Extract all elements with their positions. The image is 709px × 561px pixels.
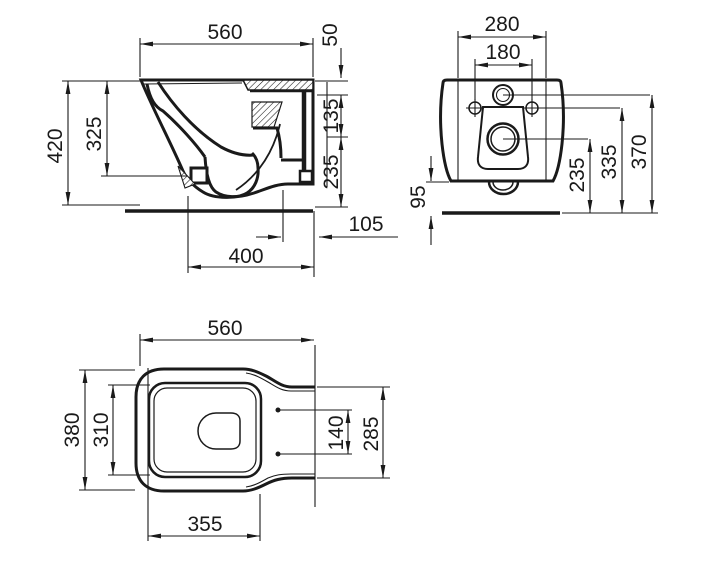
- dim-label-rear-back-width: 280: [484, 13, 519, 36]
- dim-label-plan-width: 380: [61, 412, 84, 447]
- dim-label-side-depth: 560: [207, 21, 242, 44]
- dim-label-side-lower-back: 235: [320, 154, 343, 189]
- dim-label-plan-fixing-spacing: 140: [325, 415, 348, 450]
- side-outlet-box: [189, 166, 209, 185]
- dim-label-rear-outlet-height: 235: [566, 157, 589, 192]
- dim-label-plan-depth: 560: [207, 317, 242, 340]
- rear-body-outline: [439, 78, 565, 183]
- rear-outlet-frame: [476, 106, 530, 170]
- plan-body-outline: [134, 367, 315, 493]
- side-anchor-box: [298, 169, 314, 184]
- side-top-section-hatch: [241, 79, 314, 91]
- rear-view: 280 180 370 335 235 95: [407, 13, 658, 245]
- dim-label-plan-bowl-length: 355: [187, 513, 222, 536]
- dim-label-side-upper-back: 135: [320, 98, 343, 133]
- rear-outlet-pipe: [487, 181, 520, 196]
- dim-label-rear-bolt-height: 335: [598, 144, 621, 179]
- dim-label-rear-floor-clearance: 95: [407, 185, 430, 208]
- dim-label-plan-rear-width: 285: [360, 416, 383, 451]
- side-body-outline: [138, 78, 315, 199]
- dim-label-side-rim-drop: 50: [319, 23, 342, 46]
- dim-label-side-outlet-offset: 105: [348, 213, 383, 236]
- side-trapway-curve: [235, 123, 281, 191]
- dim-label-side-mounting-depth: 400: [228, 245, 263, 268]
- top-view: 560 380 310 140 285 355: [61, 317, 390, 541]
- side-front-hatch: [177, 165, 196, 189]
- rear-bolt-hole-left: [466, 99, 484, 117]
- side-view: 560 50 135 235 420 325 400 105: [44, 21, 398, 277]
- dim-label-rear-inlet-height: 370: [628, 134, 651, 169]
- side-sump-outline: [203, 151, 260, 199]
- plan-rim-inner: [153, 387, 257, 473]
- dim-label-side-front-height: 325: [83, 116, 106, 151]
- dim-label-plan-rim-width: 310: [90, 412, 113, 447]
- plan-rim-outer: [147, 381, 263, 479]
- dim-label-rear-bolt-spacing: 180: [485, 41, 520, 64]
- plan-sump-outline: [197, 412, 241, 450]
- dim-label-side-height: 420: [44, 128, 67, 163]
